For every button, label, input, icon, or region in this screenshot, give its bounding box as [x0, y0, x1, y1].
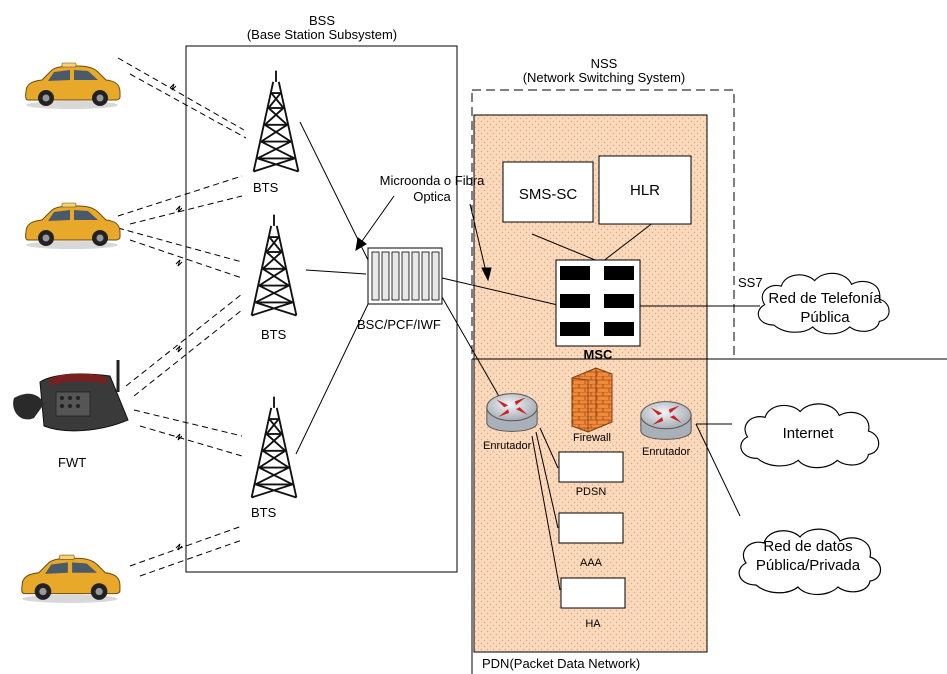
bss-box: [185, 45, 458, 573]
pstn-cloud-line1: Red de Telefonía: [768, 290, 882, 307]
router-icon: [486, 393, 538, 432]
tower-icon: [250, 395, 298, 499]
link-label-line2: Optica: [413, 189, 451, 204]
bss-subtitle: (Base Station Subsystem): [246, 27, 398, 42]
label-arrows: [355, 195, 492, 282]
link-label-line1: Microonda o Fibra: [379, 173, 485, 188]
car-icon: [25, 62, 121, 110]
router-icon: [640, 401, 692, 440]
car-icon: [25, 202, 121, 250]
msc-switch-icon: [555, 259, 641, 347]
radio-glyphs: [169, 83, 183, 551]
sms-sc-box: [502, 161, 594, 223]
bts-label-1: BTS: [253, 180, 279, 195]
bss-title: BSS: [308, 13, 335, 28]
sms-sc-label: SMS-SC: [518, 186, 578, 203]
data-cloud-line1: Red de datos: [763, 538, 853, 555]
aaa-label: AAA: [579, 557, 602, 569]
radio-links: [117, 57, 247, 577]
pdn-label: PDN(Packet Data Network): [482, 656, 641, 671]
bsc-label: BSC/PCF/IWF: [357, 317, 441, 332]
router-right-label: Enrutador: [642, 446, 691, 458]
ha-box: [560, 577, 626, 609]
pdsn-label: PDSN: [575, 486, 607, 498]
internet-cloud-label: Internet: [782, 425, 834, 442]
backhaul-lines: [295, 121, 760, 591]
pstn-cloud-line2: Pública: [800, 309, 850, 326]
data-cloud-line2: Pública/Privada: [755, 557, 861, 574]
pdsn-box: [558, 451, 624, 483]
ss7-label: SS7: [738, 275, 763, 290]
tower-icon: [252, 69, 300, 173]
hlr-box: [598, 155, 692, 225]
nss-title: NSS: [590, 56, 618, 71]
router-left-label: Enrutador: [483, 440, 532, 452]
car-icon: [21, 554, 121, 604]
firewall-label: Firewall: [573, 432, 611, 444]
bts-label-3: BTS: [251, 505, 277, 520]
bsc-rack-icon: [367, 247, 443, 305]
msc-label: MSC: [583, 347, 613, 362]
tower-icon: [250, 214, 298, 317]
bts-label-2: BTS: [261, 327, 287, 342]
nss-subtitle: (Network Switching System): [522, 70, 686, 85]
ha-label: HA: [585, 618, 601, 630]
aaa-box: [558, 512, 624, 544]
phone-icon: [13, 360, 129, 432]
firewall-icon: [571, 367, 613, 433]
fwt-label: FWT: [58, 455, 87, 470]
hlr-label: HLR: [629, 182, 660, 199]
